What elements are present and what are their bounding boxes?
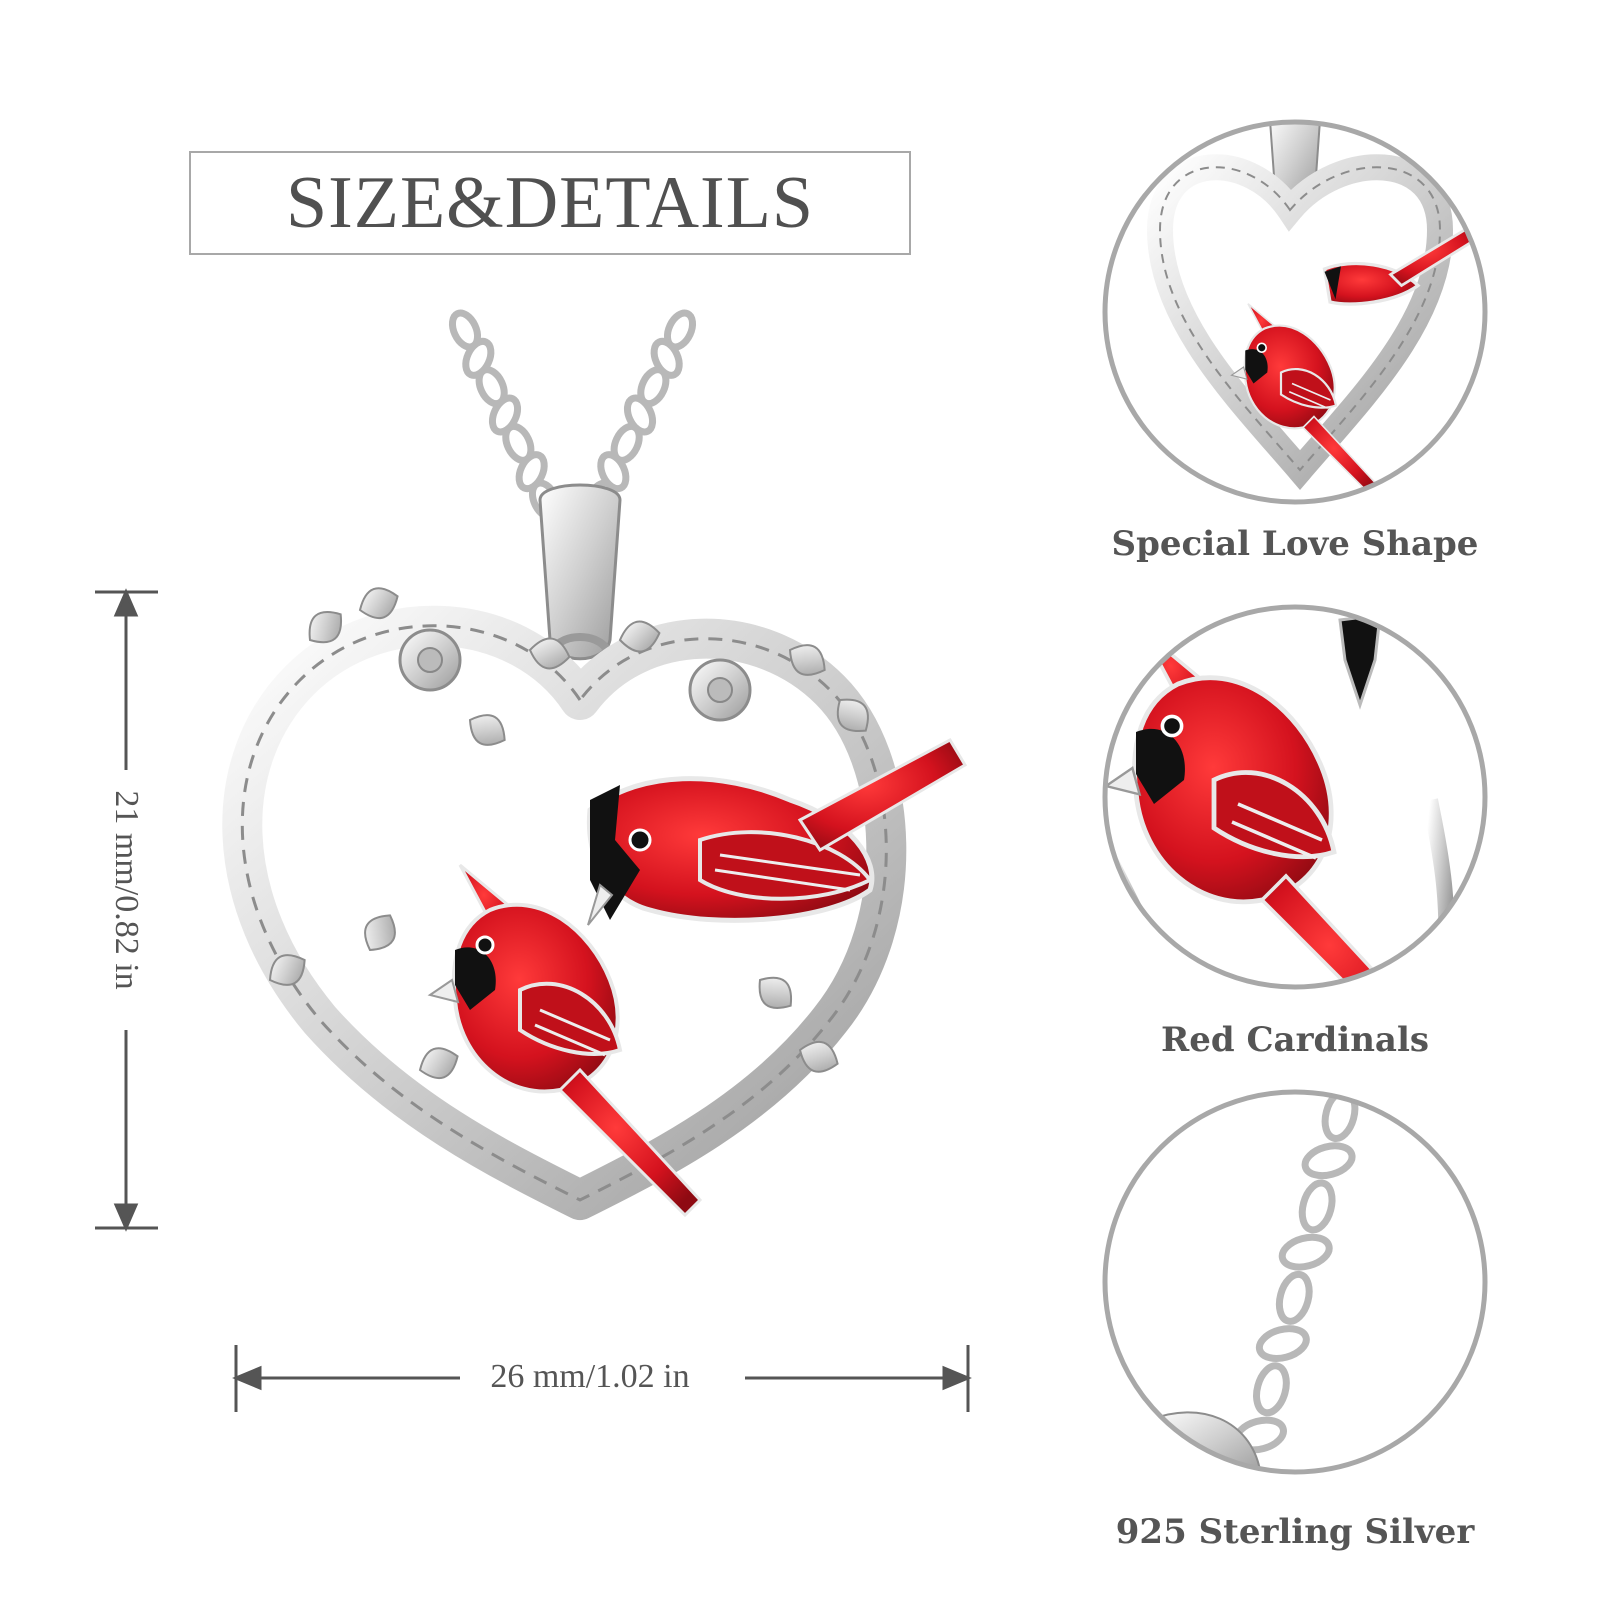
height-dimension xyxy=(95,588,158,1232)
leaf xyxy=(758,976,793,1009)
leaf xyxy=(788,644,826,676)
chain-link xyxy=(1321,1092,1359,1142)
width-dimension xyxy=(232,1345,972,1412)
caption-love-shape: Special Love Shape xyxy=(1111,524,1479,564)
chain-link xyxy=(1298,1179,1336,1234)
cardinal-upper xyxy=(586,738,968,926)
chain-link xyxy=(623,394,657,436)
chain-link xyxy=(1253,1362,1290,1417)
chain-link xyxy=(1255,1325,1310,1362)
flower-left xyxy=(398,628,462,692)
leaf xyxy=(308,611,343,644)
detail-circle-silver xyxy=(1102,1089,1488,1475)
flower-right xyxy=(688,658,752,722)
leaf xyxy=(618,620,661,653)
leaf xyxy=(418,1047,459,1080)
leaf xyxy=(358,587,399,620)
chain-link xyxy=(1301,1142,1356,1180)
heart-vine-frame xyxy=(222,587,907,1220)
chain-link xyxy=(650,337,683,379)
caption-silver: 925 Sterling Silver xyxy=(1115,1512,1475,1552)
chain-link xyxy=(488,394,522,436)
chain-link xyxy=(462,337,495,379)
chain-link xyxy=(597,451,630,493)
caption-cardinals: Red Cardinals xyxy=(1161,1020,1429,1060)
detail-circle-love-shape xyxy=(1102,119,1488,505)
chain-link xyxy=(515,451,548,493)
height-label: 21 mm/0.82 in xyxy=(108,790,145,990)
leaf xyxy=(528,637,571,670)
leaf xyxy=(798,1040,839,1073)
leaf xyxy=(268,954,306,986)
detail-circle-cardinals xyxy=(1102,604,1488,990)
chain-link xyxy=(1275,1270,1313,1325)
page-title: SIZE&DETAILS xyxy=(285,161,815,244)
width-label: 26 mm/1.02 in xyxy=(490,1358,690,1395)
leaf xyxy=(468,714,506,746)
chain-link xyxy=(1278,1233,1333,1271)
leaf xyxy=(364,914,396,952)
leaf xyxy=(836,698,869,733)
heading-frame: SIZE&DETAILS xyxy=(189,151,911,255)
